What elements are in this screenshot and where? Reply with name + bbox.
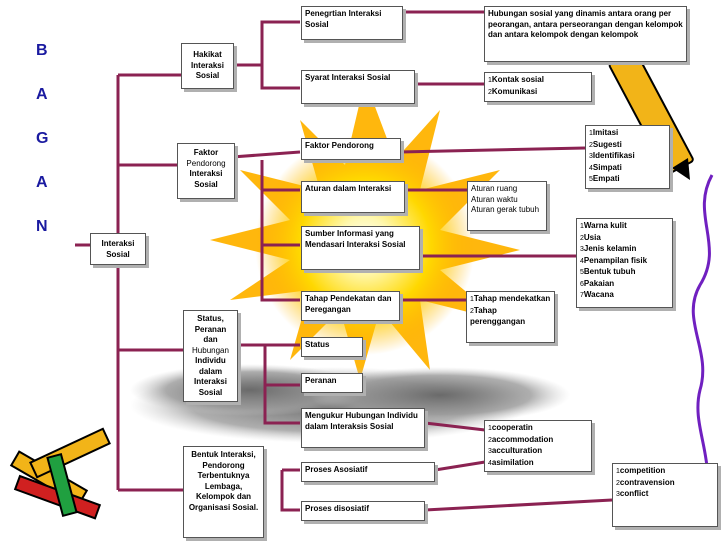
detail-sumber-item: 5Bentuk tubuh	[580, 267, 636, 276]
node-hakikat: Hakikat Interaksi Sosial	[181, 43, 234, 89]
detail-faktor-item: 4Simpati	[589, 162, 622, 172]
node-sp-line3: dan	[203, 335, 218, 344]
detail-syarat-item: 1Kontak sosial	[488, 75, 544, 84]
node-bentuk: Bentuk Interaksi, Pendorong Terbentuknya…	[183, 446, 264, 538]
detail-asosiatif-item: 4asimilation	[488, 457, 534, 467]
title-letter-a1: A	[36, 86, 48, 103]
detail-sumber-item: 1Warna kulit	[580, 221, 627, 230]
detail-faktor-item: 1Imitasi	[589, 128, 619, 137]
node-faktor-line3: Interaksi	[189, 169, 223, 178]
node-faktor-line2: Pendorong	[186, 158, 226, 168]
node-faktor-line1: Faktor	[193, 148, 219, 157]
node-tahap: Tahap Pendekatan dan Peregangan	[301, 291, 400, 321]
detail-disosiatif-item: 3conflict	[616, 489, 649, 498]
node-status: Status	[301, 337, 363, 357]
node-faktor-line4: Sosial	[194, 179, 218, 189]
node-mengukur: Mengukur Hubungan Individu dalam Interak…	[301, 408, 425, 448]
detail-aturan: Aturan ruang Aturan waktu Aturan gerak t…	[467, 181, 547, 231]
node-faktor-pendorong: Faktor Pendorong	[301, 138, 401, 160]
detail-pengertian: Hubungan sosial yang dinamis antara oran…	[484, 6, 687, 62]
detail-faktor: 1Imitasi 2Sugesti 3Identifikasi 4Simpati…	[585, 125, 670, 189]
detail-aturan-item: Aturan gerak tubuh	[471, 205, 540, 214]
node-status-peranan: Status, Peranan dan Hubungan Individu da…	[183, 310, 238, 402]
root-node: Interaksi Sosial	[90, 233, 146, 265]
node-sumber: Sumber Informasi yang Mendasari Interaks…	[301, 226, 420, 270]
node-pengertian: Penegrtian Interaksi Sosial	[301, 6, 403, 40]
node-sp-line7: Interaksi	[194, 377, 227, 386]
detail-faktor-item: 2Sugesti	[589, 139, 622, 149]
detail-asosiatif-item: 2accommodation	[488, 434, 554, 444]
node-sp-line2: Peranan	[194, 324, 227, 334]
node-sp-line5: Individu	[195, 356, 226, 365]
node-disosiatif: Proses disosiatif	[301, 501, 425, 521]
node-asosiatif: Proses Asosiatif	[301, 462, 435, 482]
node-syarat: Syarat Interaksi Sosial	[301, 70, 415, 104]
title-letter-n: N	[36, 218, 48, 235]
detail-aturan-item: Aturan ruang	[471, 184, 518, 193]
node-aturan: Aturan dalam Interaksi	[301, 181, 405, 213]
detail-syarat: 1Kontak sosial 2Komunikasi	[484, 72, 592, 102]
detail-sumber-item: 7Wacana	[580, 290, 614, 299]
title-letter-g: G	[36, 130, 49, 147]
title-letter-a2: A	[36, 174, 48, 191]
detail-sumber: 1Warna kulit 2Usia 3Jenis kelamin 4Penam…	[576, 218, 673, 308]
detail-sumber-item: 3Jenis kelamin	[580, 244, 637, 253]
detail-sumber-item: 6Pakaian	[580, 278, 615, 288]
detail-disosiatif-item: 1competition	[616, 466, 666, 475]
node-sp-line4: Hubungan	[192, 345, 229, 355]
node-peranan: Peranan	[301, 373, 363, 393]
detail-disosiatif-item: 2contravension	[616, 477, 675, 487]
detail-tahap: 1Tahap mendekatkan 2Tahap perenggangan	[466, 291, 555, 343]
detail-faktor-item: 3Identifikasi	[589, 151, 635, 160]
connector-lines	[75, 10, 613, 512]
detail-tahap-item: 2Tahap perenggangan	[470, 305, 526, 327]
title-letter-b: B	[36, 42, 48, 59]
detail-syarat-item: 2Komunikasi	[488, 86, 538, 96]
detail-faktor-item: 5Empati	[589, 174, 620, 183]
detail-asosiatif-item: 3acculturation	[488, 446, 543, 455]
detail-sumber-item: 2Usia	[580, 232, 601, 242]
pencil-icon	[608, 50, 714, 521]
node-faktor: Faktor Pendorong Interaksi Sosial	[177, 143, 235, 199]
detail-aturan-item: Aturan waktu	[471, 194, 518, 204]
node-sp-line1: Status,	[197, 314, 224, 323]
node-sp-line8: Sosial	[198, 387, 223, 397]
detail-disosiatif: 1competition 2contravension 3conflict	[612, 463, 718, 527]
detail-sumber-item: 4Penampilan fisik	[580, 255, 648, 265]
node-sp-line6: dalam	[198, 366, 223, 376]
detail-asosiatif: 1cooperatin 2accommodation 3acculturatio…	[484, 420, 592, 472]
detail-tahap-item: 1Tahap mendekatkan	[470, 294, 551, 303]
pencils-clipart-icon	[9, 427, 111, 520]
detail-asosiatif-item: 1cooperatin	[488, 423, 533, 432]
